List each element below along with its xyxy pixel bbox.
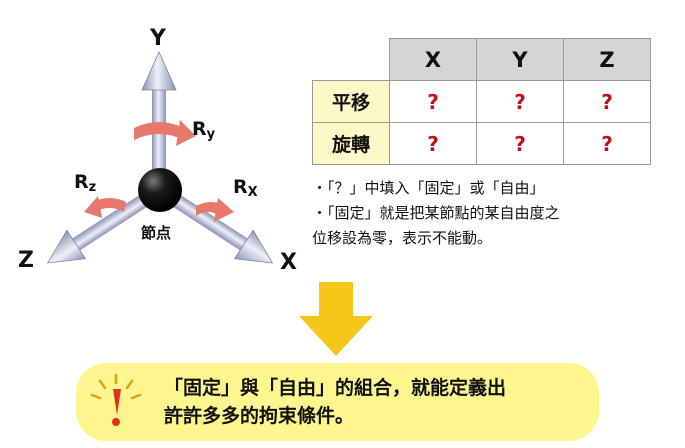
row-header-rotation: 旋轉 <box>312 122 390 165</box>
note-line: ・「？」中填入「固定」或「自由」 <box>312 179 545 197</box>
callout-line: 許許多多的拘束條件。 <box>164 405 355 427</box>
rx-label: RX <box>233 176 258 200</box>
rx-rotation-arrow <box>196 198 234 222</box>
y-axis-arrow <box>141 51 177 186</box>
table-row-rotation: 旋轉 ? ? ? <box>312 122 651 165</box>
column-header-y: Y <box>476 38 564 81</box>
note-line: 位移設為零，表示不能動。 <box>312 229 493 247</box>
table-header-row: X Y Z <box>312 38 651 81</box>
x-axis-label: X <box>280 250 297 275</box>
y-axis-label: Y <box>150 26 166 51</box>
node-axes-diagram <box>46 51 274 264</box>
rz-label: Rz <box>74 171 97 195</box>
callout-text: 「固定」與「自由」的組合，就能定義出 許許多多的拘束條件。 <box>164 374 506 430</box>
table-cell: ? <box>476 122 564 165</box>
callout-line: 「固定」與「自由」的組合，就能定義出 <box>164 377 507 399</box>
node-label: 節点 <box>141 224 172 242</box>
down-arrow-icon <box>299 282 373 356</box>
table-cell: ? <box>389 80 477 123</box>
table-corner <box>312 38 390 81</box>
dof-table: X Y Z 平移 ? ? ? 旋轉 ? ? ? <box>312 38 651 165</box>
ry-rotation-arrow <box>134 120 196 146</box>
row-header-translation: 平移 <box>312 80 390 123</box>
column-header-x: X <box>389 38 477 81</box>
note-line: ・「固定」就是把某節點的某自由度之 <box>312 204 560 222</box>
x-axis-arrow <box>156 184 274 264</box>
table-row-translation: 平移 ? ? ? <box>312 80 651 123</box>
column-header-z: Z <box>563 38 651 81</box>
rz-rotation-arrow <box>84 196 126 218</box>
callout-box: 「固定」與「自由」的組合，就能定義出 許許多多的拘束條件。 <box>76 363 599 441</box>
table-cell: ? <box>389 122 477 165</box>
notes: ・「？」中填入「固定」或「自由」 ・「固定」就是把某節點的某自由度之 位移設為零… <box>312 176 672 251</box>
table-cell: ? <box>563 80 651 123</box>
exclamation-spark-icon <box>90 373 142 426</box>
table-cell: ? <box>476 80 564 123</box>
node-ball <box>138 168 182 212</box>
ry-label: Ry <box>192 118 216 142</box>
z-axis-arrow <box>46 184 164 264</box>
z-axis-label: Z <box>18 248 34 273</box>
table-cell: ? <box>563 122 651 165</box>
